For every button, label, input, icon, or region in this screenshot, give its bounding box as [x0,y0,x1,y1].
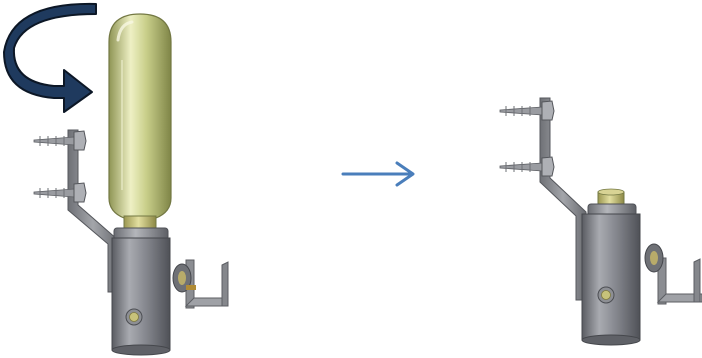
assembly-before [3,2,229,356]
sprinkler-body [111,227,171,356]
right-arrow-icon [341,161,415,187]
mounting-strap [539,97,587,301]
mounting-screw [33,130,87,151]
exposed-fitting [597,188,625,207]
side-bracket [172,259,229,309]
assembly-after [499,97,702,346]
sprinkler-body [581,203,641,346]
curved-rotate-arrow-icon [3,2,97,113]
side-bracket [644,243,702,305]
sprinkler-bulb [108,13,172,231]
mounting-screw [499,100,555,121]
mounting-screw [499,156,555,177]
mounting-screw [33,182,87,203]
